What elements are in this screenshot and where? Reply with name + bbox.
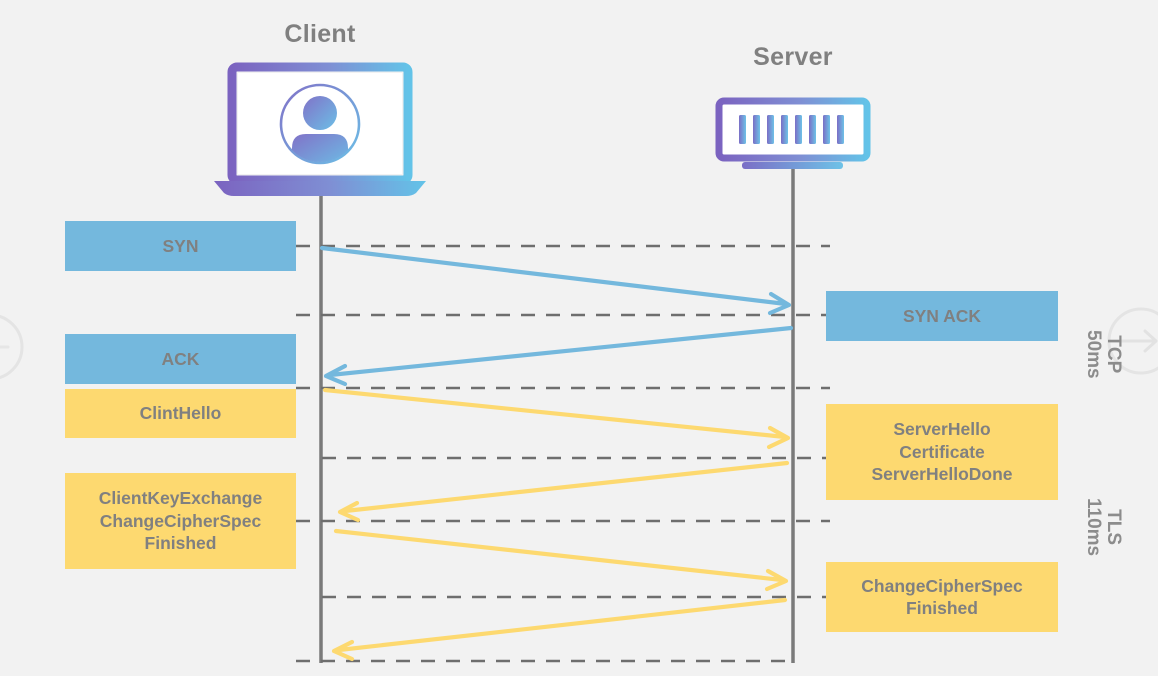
circle-arrow-right-icon[interactable] xyxy=(1107,307,1158,375)
arrow-server-finished xyxy=(331,597,788,662)
phase-label-tls: TLS 110ms xyxy=(1082,498,1124,557)
arrow-client-hello xyxy=(322,387,791,450)
arrow-syn-ack xyxy=(323,325,794,387)
message-label: SYN xyxy=(162,235,199,256)
arrow-syn xyxy=(319,245,792,316)
message-label: ClintHello xyxy=(139,403,222,424)
message-box-syn[interactable]: SYN xyxy=(65,221,296,271)
message-label: ServerHello Certificate ServerHelloDone xyxy=(871,419,1013,485)
message-box-server-change-cipher[interactable]: ChangeCipherSpec Finished xyxy=(826,562,1058,632)
message-box-server-hello[interactable]: ServerHello Certificate ServerHelloDone xyxy=(826,404,1058,500)
message-label: SYN ACK xyxy=(902,305,982,326)
message-box-client-hello[interactable]: ClintHello xyxy=(65,389,296,438)
circle-arrow-left-icon[interactable] xyxy=(0,315,24,379)
server-title: Server xyxy=(753,43,833,71)
message-box-ack[interactable]: ACK xyxy=(65,334,296,384)
laptop-user-icon xyxy=(214,62,426,196)
phase-label-tcp: TCP 50ms xyxy=(1082,330,1124,379)
message-label: ACK xyxy=(161,348,200,369)
message-label: ChangeCipherSpec Finished xyxy=(861,575,1023,618)
message-box-syn-ack[interactable]: SYN ACK xyxy=(826,291,1058,341)
server-rack-icon xyxy=(715,97,871,169)
message-label: ClientKeyExchange ChangeCipherSpec Finis… xyxy=(98,488,263,554)
arrow-client-key-exchange xyxy=(333,528,789,592)
event-dash-lines xyxy=(296,244,838,663)
message-box-client-key-exchange[interactable]: ClientKeyExchange ChangeCipherSpec Finis… xyxy=(65,473,296,569)
client-title: Client xyxy=(284,20,356,48)
arrow-server-hello xyxy=(337,460,790,523)
